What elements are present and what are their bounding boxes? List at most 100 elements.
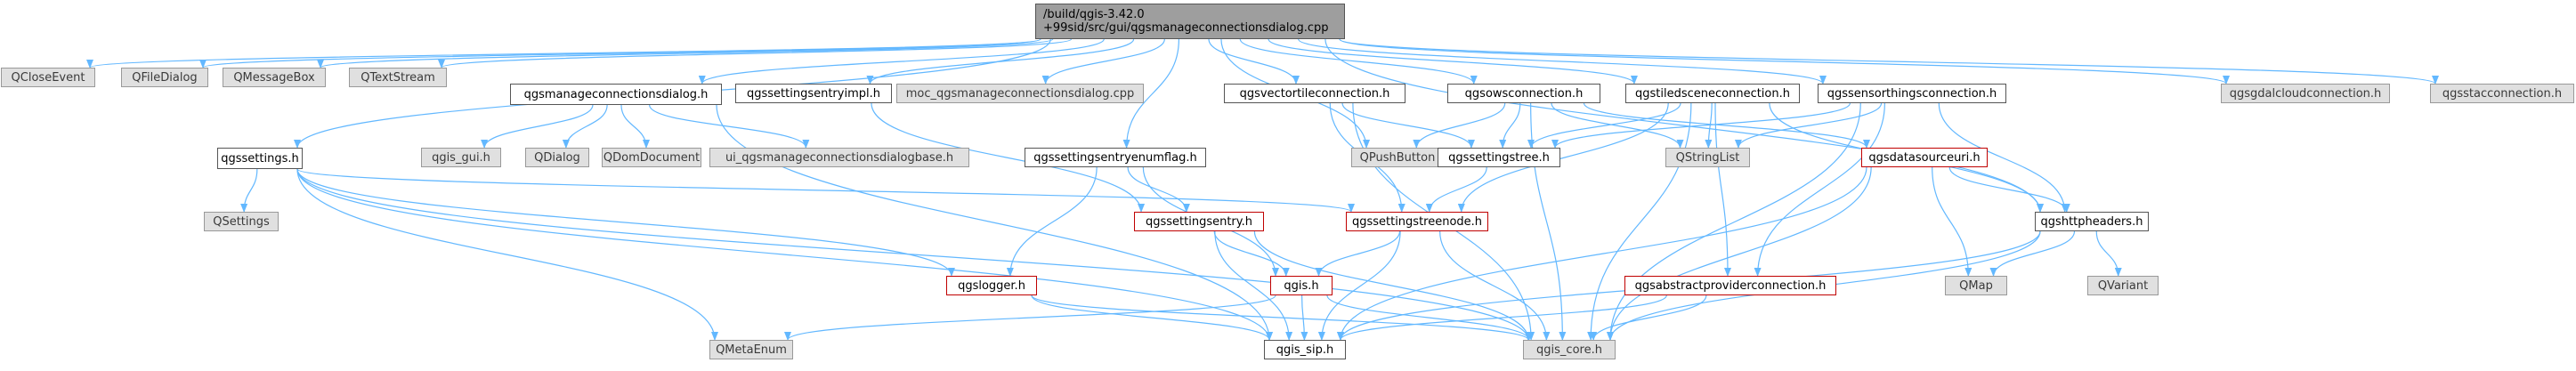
edge-root-to-qmessagebox <box>317 38 1054 69</box>
node-qgssettingsentry-h[interactable]: qgssettingsentry.h <box>1134 212 1264 231</box>
node-qmetaenum: QMetaEnum <box>709 340 793 359</box>
node-label: QVariant <box>2097 278 2149 293</box>
edge-qgssettingsentry_h-to-qgis_core_h <box>1253 230 1532 341</box>
node-qgslogger-h[interactable]: qgslogger.h <box>946 276 1037 295</box>
node-label: qgsstacconnection.h <box>2442 86 2563 101</box>
edge-qgssettings_h-to-qgis_sip_h <box>296 168 1273 341</box>
edge-qgsowsconnection_h-to-qgssettingstree_h <box>1499 102 1521 149</box>
edge-qgsdatasourceuri_h-to-qmap <box>1932 166 1973 277</box>
node-label: qgsmanageconnectionsdialog.h <box>523 87 709 101</box>
edge-root-to-qgssettingsentryenumflag_h <box>1122 38 1179 149</box>
edge-qgsdatasourceuri_h-to-qgis_core_h <box>1607 166 1872 341</box>
node-qgis-gui-h: qgis_gui.h <box>421 148 501 167</box>
edge-root-to-qfiledialog <box>199 38 1041 69</box>
edge-qgslogger_h-to-qgis_sip_h <box>1031 294 1273 341</box>
edge-qgis_h-to-qgis_sip_h <box>1300 294 1308 341</box>
node-qgshttpheaders-h[interactable]: qgshttpheaders.h <box>2035 212 2149 231</box>
edge-qgstiledsceneconnection_h-to-qstringlist <box>1705 102 1713 149</box>
edge-qgssettingsentryenumflag_h-to-qgssettingsentry_h <box>1127 166 1190 213</box>
node-moc: moc_qgsmanageconnectionsdialog.cpp <box>896 84 1144 103</box>
node-label: QDomDocument <box>603 150 701 165</box>
node-label: qgis_core.h <box>1536 343 1602 357</box>
node-qcloseevent: QCloseEvent <box>1 68 95 87</box>
node-qgis-sip-h[interactable]: qgis_sip.h <box>1264 340 1346 359</box>
node-qgsvectortileconnection-h[interactable]: qgsvectortileconnection.h <box>1224 84 1405 103</box>
edge-root-to-qgsmanageconnectionsdialog_h <box>698 38 1105 85</box>
node-qgis-core-h: qgis_core.h <box>1523 340 1616 359</box>
node-qgstiledsceneconnection-h[interactable]: qgstiledsceneconnection.h <box>1625 84 1800 103</box>
edge-qgsmanageconnectionsdialog_h-to-qdomdocument <box>620 104 650 149</box>
node-label: QMessageBox <box>233 70 315 85</box>
node-label: moc_qgsmanageconnectionsdialog.cpp <box>905 86 1135 101</box>
node-qgssettingsentryimpl-h[interactable]: qgssettingsentryimpl.h <box>735 84 892 103</box>
edge-qgssettingstree_h-to-qgssettingstreenode_h <box>1425 166 1487 213</box>
node-label: QFileDialog <box>132 70 198 85</box>
node-label: qgssettings.h <box>221 151 299 165</box>
node-qgsabstractproviderconnection-h[interactable]: qgsabstractproviderconnection.h <box>1624 276 1836 295</box>
node-qgssettingsentryenumflag-h[interactable]: qgssettingsentryenumflag.h <box>1025 148 1206 167</box>
edge-qgsvectortileconnection_h-to-qgssettingstree_h <box>1341 102 1475 149</box>
node-label: qgssettingsentryenumflag.h <box>1033 150 1197 165</box>
node-label: QMetaEnum <box>716 343 787 357</box>
node-label: qgis_sip.h <box>1276 343 1334 357</box>
edge-qgsowsconnection_h-to-qpushbutton <box>1413 102 1506 149</box>
node-qpushbutton: QPushButton <box>1351 148 1444 167</box>
edge-qgssensorthingsconnection_h-to-qgshttpheaders_h <box>1938 102 2069 213</box>
edge-qgsowsconnection_h-to-qgis_core_h <box>1530 102 1567 341</box>
edge-qgis_h-to-qgis_core_h <box>1326 294 1533 341</box>
edge-root-to-qgshttpheaders_h <box>1324 38 2044 213</box>
edge-qgssettings_h-to-qgis_core_h <box>296 168 1532 341</box>
node-qgsmanageconnectionsdialog-h[interactable]: qgsmanageconnectionsdialog.h <box>510 84 722 105</box>
edge-qgshttpheaders_h-to-qvariant <box>2095 230 2122 277</box>
edge-root-to-qgssettingsentryimpl_h <box>866 38 1135 85</box>
node-label: qgsowsconnection.h <box>1464 86 1584 101</box>
node-qgssettings-h[interactable]: qgssettings.h <box>217 148 303 169</box>
node-label: QCloseEvent <box>11 70 85 85</box>
node-label: qgslogger.h <box>958 278 1025 293</box>
node-label: qgssensorthingsconnection.h <box>1827 86 1997 101</box>
edge-qgssensorthingsconnection_h-to-qstringlist <box>1734 102 1883 149</box>
node-label: ui_qgsmanageconnectionsdialogbase.h <box>725 150 954 165</box>
node-label: qgstiledsceneconnection.h <box>1634 86 1790 101</box>
node-ui-base: ui_qgsmanageconnectionsdialogbase.h <box>709 148 969 167</box>
edge-qgsabstractproviderconnection_h-to-qgis_core_h <box>1590 294 1707 341</box>
node-qsettings: QSettings <box>204 212 279 231</box>
edge-root-to-qgstiledsceneconnection_h <box>1268 38 1638 85</box>
edge-qgstiledsceneconnection_h-to-qgssettingstree_h <box>1527 102 1681 149</box>
edge-qgsmanageconnectionsdialog_h-to-qgis_gui_h <box>481 104 594 149</box>
node-label: qgshttpheaders.h <box>2040 214 2143 229</box>
node-qtextstream: QTextStream <box>349 68 447 87</box>
edge-root-to-qtextstream <box>438 38 1073 69</box>
node-label: qgsabstractproviderconnection.h <box>1634 278 1827 293</box>
node-qgsstacconnection-h: qgsstacconnection.h <box>2430 84 2574 103</box>
node-qgsgdalcloudconnection-h: qgsgdalcloudconnection.h <box>2221 84 2390 103</box>
edge-root-to-qgsgdalcloudconnection_h <box>1339 38 2230 85</box>
node-qgis-h[interactable]: qgis.h <box>1270 276 1333 295</box>
node-qgssensorthingsconnection-h[interactable]: qgssensorthingsconnection.h <box>1818 84 2006 103</box>
edge-qgssettings_h-to-qsettings <box>240 168 258 213</box>
node-qfiledialog: QFileDialog <box>121 68 208 87</box>
edge-qgshttpheaders_h-to-qmap <box>1989 230 2076 277</box>
edge-qgssettings_h-to-qgslogger_h <box>296 168 955 277</box>
node-qgsdatasourceuri-h[interactable]: qgsdatasourceuri.h <box>1861 148 1988 167</box>
node-qmap: QMap <box>1945 276 2007 295</box>
edge-qgstiledsceneconnection_h-to-qgis_core_h <box>1587 102 1692 341</box>
node-qgssettingstree-h[interactable]: qgssettingstree.h <box>1438 148 1560 167</box>
edge-qgssensorthingsconnection_h-to-qgsabstractproviderconnection_h <box>1754 102 1885 277</box>
edge-qgssettingstreenode_h-to-qgis_core_h <box>1439 230 1551 341</box>
node-qgsowsconnection-h[interactable]: qgsowsconnection.h <box>1447 84 1600 103</box>
node-root-file: /build/qgis-3.42.0+99sid/src/gui/qgsmana… <box>1035 4 1345 39</box>
edge-qgsdatasourceuri_h-to-qgshttpheaders_h <box>1948 166 2070 213</box>
node-label: QDialog <box>534 150 580 165</box>
edge-qgssettingsentry_h-to-qgis_sip_h <box>1214 230 1293 341</box>
edge-qgsmanageconnectionsdialog_h-to-qdialog <box>562 104 608 149</box>
edge-qgssettingsentry_h-to-qgis_h <box>1213 230 1290 277</box>
node-qstringlist: QStringList <box>1665 148 1750 167</box>
node-label: qgsdatasourceuri.h <box>1868 150 1981 165</box>
node-qvariant: QVariant <box>2087 276 2159 295</box>
edge-qgsowsconnection_h-to-qgsdatasourceuri_h <box>1583 102 1870 149</box>
node-qgssettingstreenode-h[interactable]: qgssettingstreenode.h <box>1346 212 1488 231</box>
node-qdialog: QDialog <box>525 148 589 167</box>
